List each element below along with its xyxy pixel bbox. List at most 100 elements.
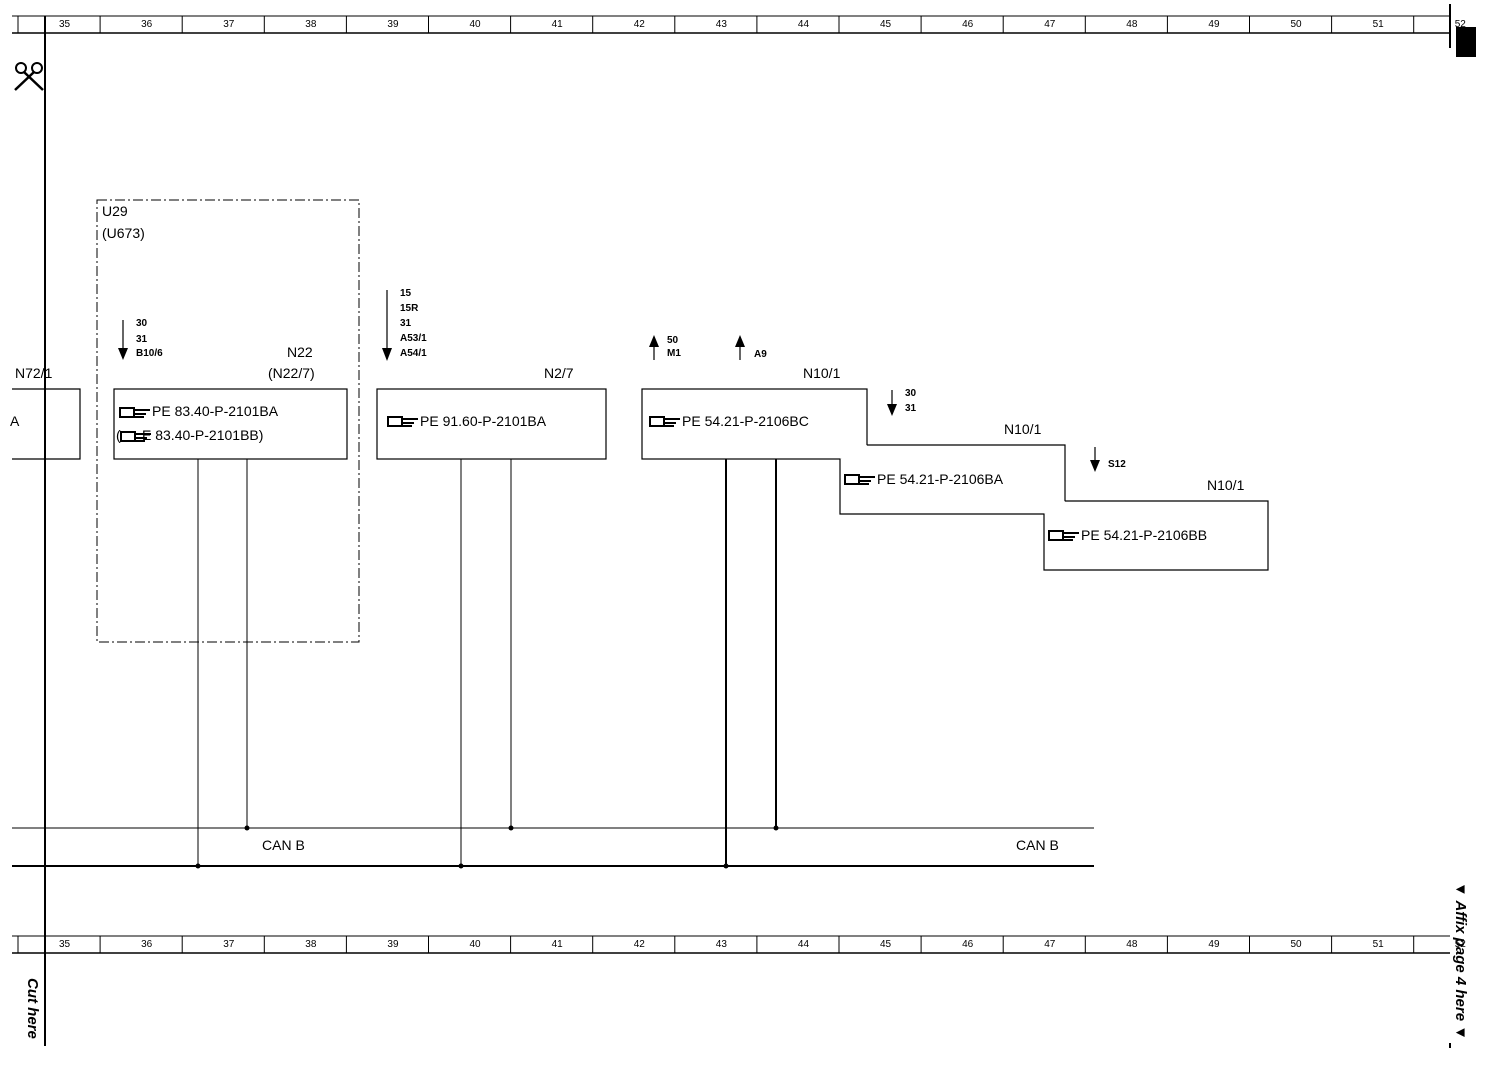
module-n72-1[interactable]: N72/1 A [10,365,81,460]
ruler-column-number: 39 [387,19,399,30]
ruler-column-number: 38 [305,939,317,950]
ruler-column-number: 47 [1044,939,1056,950]
ruler-column-number: 40 [470,939,482,950]
bus-junction [723,863,729,869]
hand-pointer-icon [844,474,875,485]
hand-pointer-icon [387,416,418,427]
ruler-column-number: 48 [1126,19,1138,30]
ruler-column-number: 50 [1291,19,1303,30]
cut-here-label: Cut here [24,978,41,1039]
module-reference-2[interactable]: E 83.40-P-2101BB) [142,427,263,443]
module-n10-1-bc[interactable]: N10/1 PE 54.21-P-2106BC [641,365,868,460]
signal-label: 31 [400,318,412,329]
signal-label: 30 [136,318,148,329]
hand-pointer-icon [1048,530,1079,541]
module-name: N10/1 [803,365,841,381]
ruler-column-number: 37 [223,19,235,30]
hand-pointer-icon [120,431,151,442]
ruler-column-number: 45 [880,19,892,30]
signal-label: 31 [136,334,148,345]
signal-label: B10/6 [136,348,163,359]
ruler-column-number: 46 [962,19,974,30]
ruler-column-number: 50 [1291,939,1303,950]
can-b-bus: CAN B CAN B [12,827,1094,867]
ruler-column-number: 38 [305,19,317,30]
module-alt-name: (N22/7) [268,365,315,381]
signal-label: 15 [400,288,412,299]
ruler-column-number: 49 [1208,939,1220,950]
signal-arrow-a9: A9 [735,335,767,360]
ruler-column-number: 44 [798,939,810,950]
module-name: N22 [287,344,313,360]
signal-label: A53/1 [400,333,427,344]
group-box-u29 [96,199,360,643]
group-label-u29: U29 [102,203,128,219]
bus-wires [195,459,779,869]
signal-label: M1 [667,348,681,359]
ruler-column-number: 52 [1455,939,1467,950]
can-b-label-left: CAN B [262,837,305,853]
signal-arrow-50: 50 M1 [649,335,681,360]
ruler-column-number: 41 [552,939,564,950]
signal-arrow-n10-ba: 30 31 [887,388,917,416]
ruler-column-number: 47 [1044,19,1056,30]
module-n2-7[interactable]: N2/7 PE 91.60-P-2101BA [376,365,607,460]
module-n22[interactable]: N22 (N22/7) PE 83.40-P-2101BA ( E 83.40-… [113,344,348,460]
ruler-column-number: 35 [59,939,71,950]
ruler-column-number: 37 [223,939,235,950]
ruler-column-number: 43 [716,939,728,950]
page-corner-mark [1456,27,1476,57]
signal-label: A54/1 [400,348,427,359]
signal-label: 31 [905,403,917,414]
hand-pointer-icon [649,416,680,427]
module-reference[interactable]: PE 83.40-P-2101BA [152,403,279,419]
ruler-column-number: 45 [880,939,892,950]
ruler-column-number: 41 [552,19,564,30]
signal-label: 50 [667,335,679,346]
module-name: N10/1 [1207,477,1245,493]
module-name: N72/1 [15,365,53,381]
ruler-column-number: 42 [634,939,646,950]
module-reference[interactable]: PE 54.21-P-2106BB [1081,527,1207,543]
ruler-column-number: 36 [141,19,153,30]
ruler-column-number: 43 [716,19,728,30]
module-reference[interactable]: PE 91.60-P-2101BA [420,413,547,429]
ruler-column-number: 40 [470,19,482,30]
signal-arrow-n2-7: 15 15R 31 A53/1 A54/1 [382,288,427,361]
affix-page-label: ▼ Affix page 4 here ▼ [1452,882,1469,1040]
ruler-column-number: 46 [962,939,974,950]
module-n10-1-ba[interactable]: N10/1 PE 54.21-P-2106BA [839,421,1066,515]
signal-label: 30 [905,388,917,399]
module-name: N2/7 [544,365,574,381]
ruler-column-number: 39 [387,939,399,950]
scissors-icon [14,62,44,91]
ruler-column-number: 36 [141,939,153,950]
ruler-column-number: 49 [1208,19,1220,30]
module-reference[interactable]: PE 54.21-P-2106BA [877,471,1004,487]
bus-junction [508,825,514,831]
signal-label: S12 [1108,459,1126,470]
module-n10-1-bb[interactable]: N10/1 PE 54.21-P-2106BB [1043,477,1269,571]
module-name: N10/1 [1004,421,1042,437]
ruler-column-number: 52 [1455,19,1467,30]
can-b-label-right: CAN B [1016,837,1059,853]
ruler-column-number: 44 [798,19,810,30]
ruler-column-number: 51 [1373,939,1385,950]
signal-label: 15R [400,303,419,314]
hand-pointer-icon [119,407,150,418]
bus-junction [458,863,464,869]
module-reference[interactable]: PE 54.21-P-2106BC [682,413,809,429]
group-label-u673: (U673) [102,225,145,241]
bus-junction [244,825,250,831]
signal-arrow-n22: 30 31 B10/6 [118,318,163,360]
ruler-column-number: 51 [1373,19,1385,30]
module-partial-text: A [10,413,20,429]
ruler-column-number: 42 [634,19,646,30]
signal-label: A9 [754,349,767,360]
bus-junction [773,825,779,831]
